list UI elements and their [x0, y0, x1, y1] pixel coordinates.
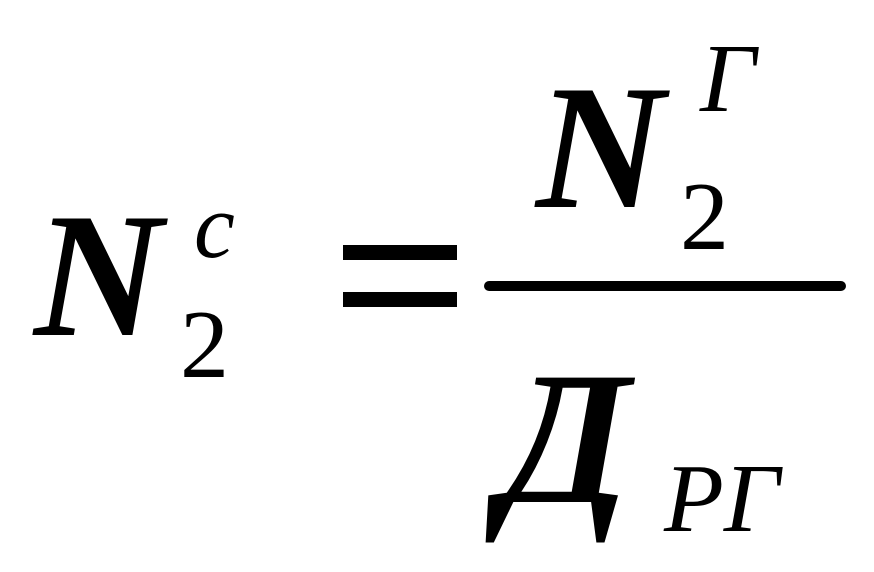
numerator-subscript: 2: [680, 163, 729, 271]
equals-sign-top-bar: [343, 245, 457, 260]
numerator-superscript: Г: [700, 25, 756, 133]
equals-sign-bottom-bar: [343, 292, 457, 307]
fraction-bar: [484, 281, 846, 291]
denominator-subscript: РГ: [664, 445, 780, 553]
numerator-base-symbol: N: [536, 48, 665, 246]
denominator-base-symbol: Д: [500, 334, 630, 544]
lhs-superscript: c: [194, 175, 235, 277]
lhs-subscript: 2: [180, 291, 229, 399]
lhs-base-symbol: N: [34, 176, 163, 374]
